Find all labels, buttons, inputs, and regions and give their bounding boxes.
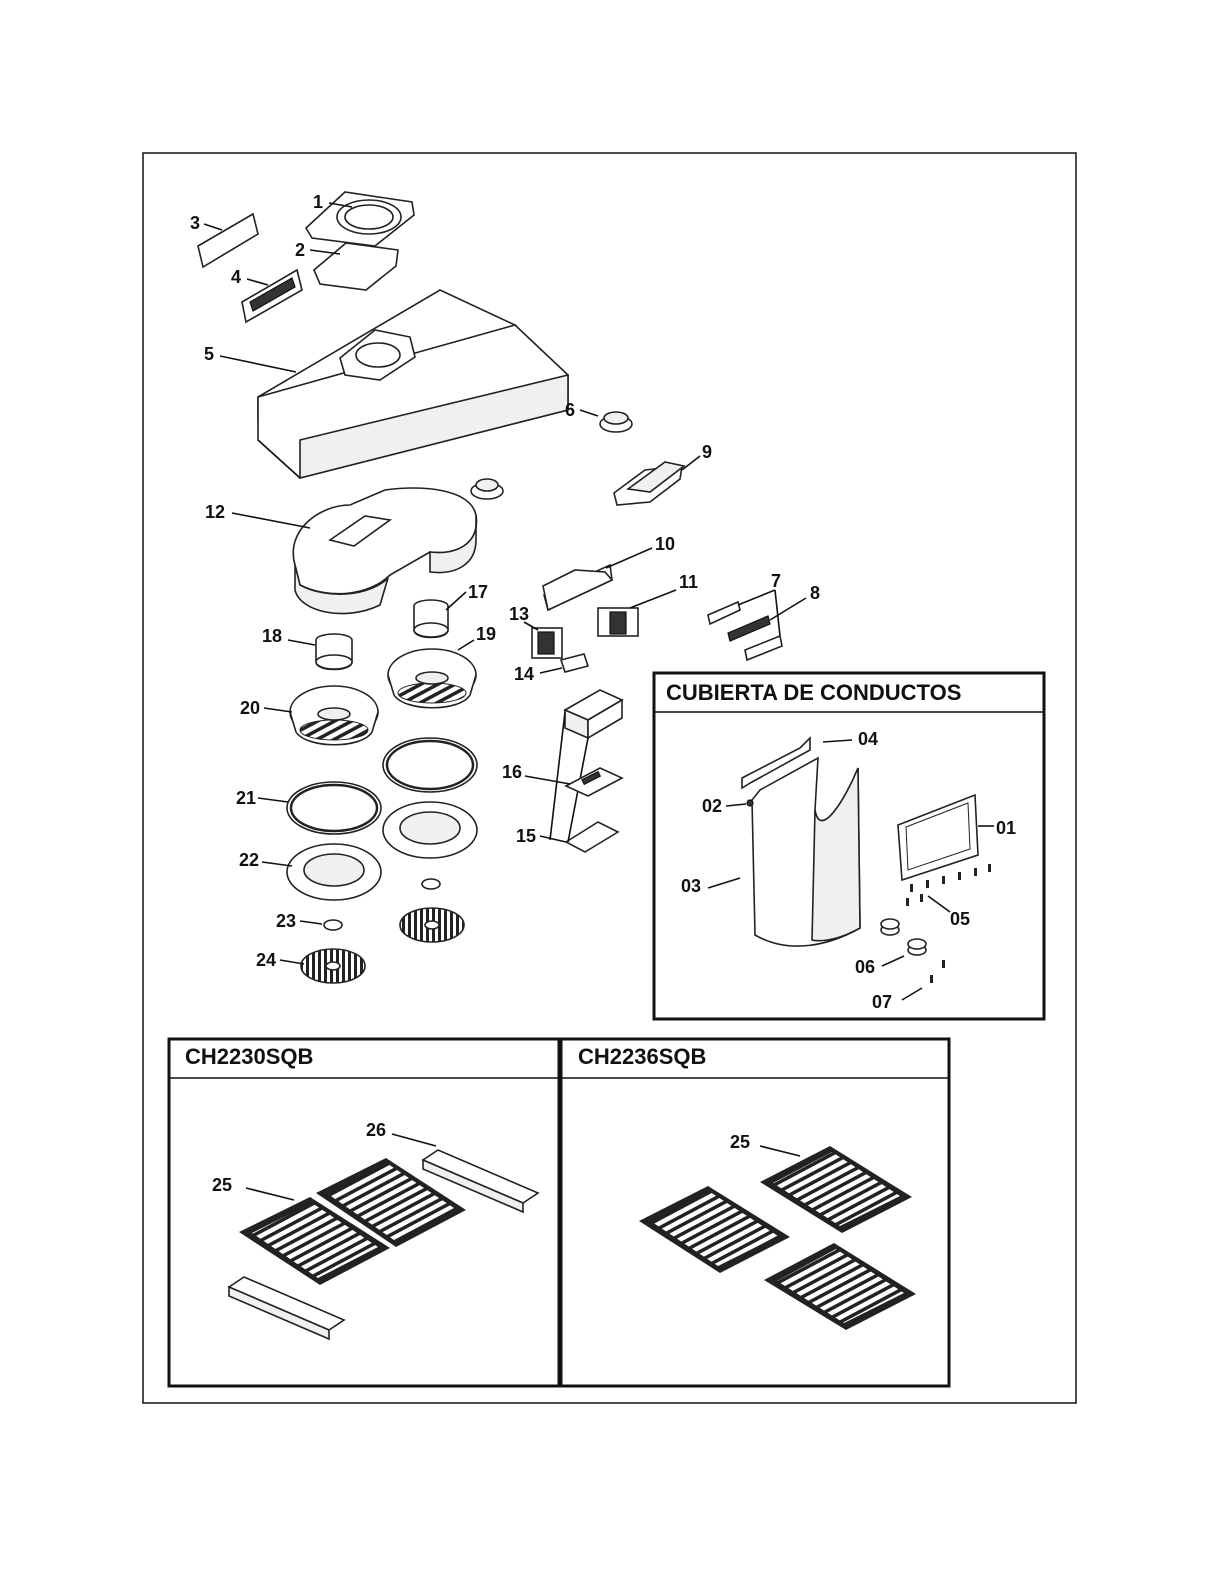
label-11: 11 xyxy=(679,572,698,592)
label-3: 3 xyxy=(190,213,200,233)
part-6-knob: 6 xyxy=(565,400,632,432)
label-7: 7 xyxy=(771,571,781,591)
label-17: 17 xyxy=(468,582,488,602)
label-16: 16 xyxy=(502,762,522,782)
label-6: 6 xyxy=(565,400,575,420)
part-5-hood-body: 5 xyxy=(204,290,568,478)
duct-label-05: 05 xyxy=(950,909,970,929)
part-4-gasket: 4 xyxy=(231,267,302,322)
duct-label-02: 02 xyxy=(702,796,722,816)
model-a-label-26: 26 xyxy=(366,1120,386,1140)
label-10: 10 xyxy=(655,534,675,554)
label-14: 14 xyxy=(514,664,534,684)
label-19: 19 xyxy=(476,624,496,644)
model-b-title: CH2236SQB xyxy=(578,1044,706,1069)
part-9-switch-housing: 9 xyxy=(614,442,712,505)
label-4: 4 xyxy=(231,267,241,287)
part-2-damper-plate: 2 xyxy=(295,240,398,290)
model-b-label-25: 25 xyxy=(730,1132,750,1152)
part-11-transformer: 11 xyxy=(598,572,698,636)
model-ch2236sqb-panel: CH2236SQB 25 xyxy=(561,1039,949,1386)
label-24: 24 xyxy=(256,950,276,970)
label-9: 9 xyxy=(702,442,712,462)
part-7-8-switch-strips: 7 8 xyxy=(708,571,820,660)
model-a-title: CH2230SQB xyxy=(185,1044,313,1069)
duct-cover-panel: CUBIERTA DE CONDUCTOS 04 03 02 01 05 xyxy=(654,673,1044,1019)
part-16-control-board: 16 xyxy=(502,762,622,796)
part-18-motor: 18 xyxy=(262,626,352,670)
label-20: 20 xyxy=(240,698,260,718)
duct-label-04: 04 xyxy=(858,729,878,749)
model-ch2230sqb-panel: CH2230SQB 25 26 xyxy=(169,1039,559,1386)
part-1-collar-bracket: 1 xyxy=(306,192,414,246)
part-13-capacitor: 13 xyxy=(509,604,562,658)
duct-label-07: 07 xyxy=(872,992,892,1012)
label-2: 2 xyxy=(295,240,305,260)
label-23: 23 xyxy=(276,911,296,931)
model-a-label-25: 25 xyxy=(212,1175,232,1195)
part-12-motor-housing: 12 xyxy=(205,488,476,614)
label-5: 5 xyxy=(204,344,214,364)
label-1: 1 xyxy=(313,192,323,212)
duct-label-03: 03 xyxy=(681,876,701,896)
label-21: 21 xyxy=(236,788,256,808)
label-18: 18 xyxy=(262,626,282,646)
label-12: 12 xyxy=(205,502,225,522)
duct-label-01: 01 xyxy=(996,818,1016,838)
label-13: 13 xyxy=(509,604,529,624)
duct-cover-title: CUBIERTA DE CONDUCTOS xyxy=(666,680,961,705)
part-3-cover-plate: 3 xyxy=(190,213,258,267)
label-22: 22 xyxy=(239,850,259,870)
knob-spare xyxy=(471,479,503,499)
label-15: 15 xyxy=(516,826,536,846)
part-20-blower-wheel: 20 xyxy=(240,686,378,745)
label-8: 8 xyxy=(810,583,820,603)
duct-label-06: 06 xyxy=(855,957,875,977)
